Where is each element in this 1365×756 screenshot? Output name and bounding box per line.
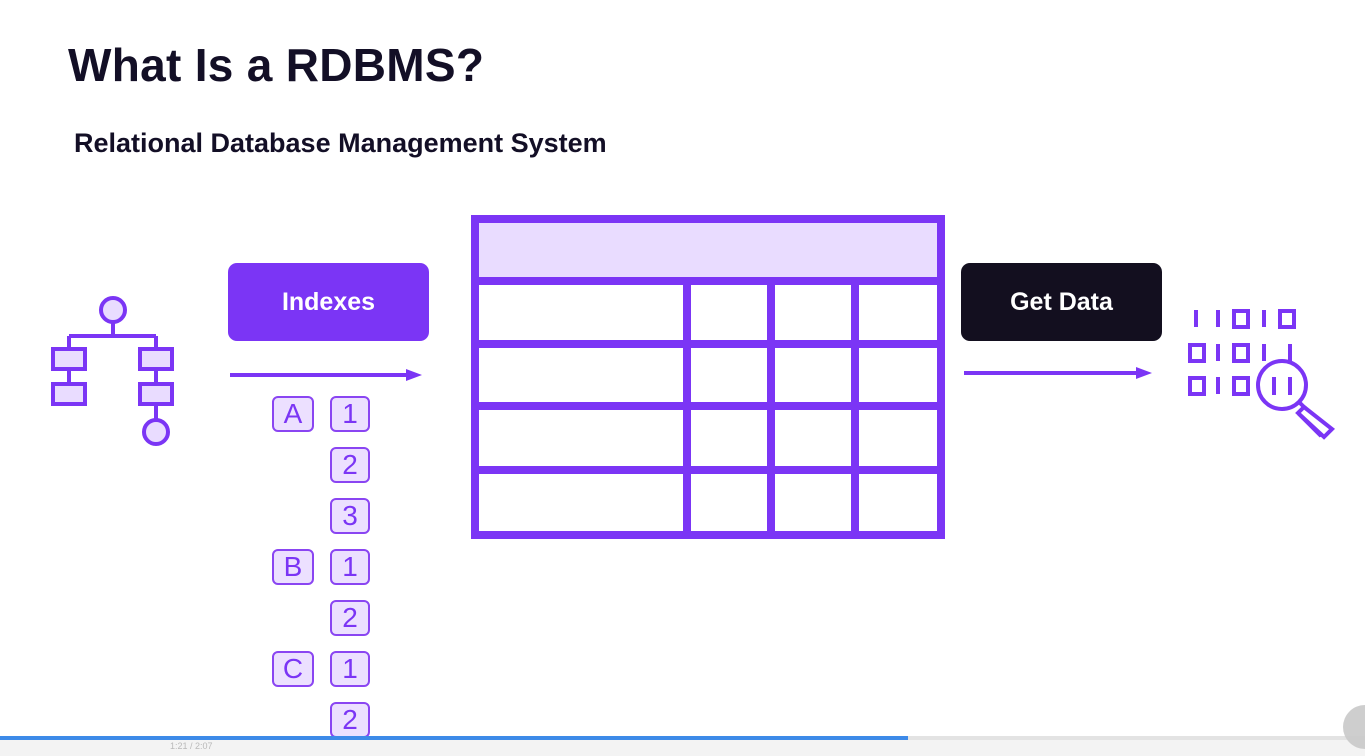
arrow-right-icon: [230, 369, 422, 381]
binary-search-icon: [1188, 309, 1336, 440]
index-letter-b: B: [272, 549, 314, 585]
index-letter-a: A: [272, 396, 314, 432]
slide-title: What Is a RDBMS?: [68, 39, 485, 91]
index-letter-c: C: [272, 651, 314, 687]
get-data-button[interactable]: Get Data: [961, 263, 1162, 341]
arrow-right-icon: [964, 367, 1152, 379]
index-number: 3: [330, 498, 370, 534]
player-time: 1:21 / 2:07: [170, 741, 213, 751]
index-number: 2: [330, 447, 370, 483]
flowchart-icon: [51, 296, 174, 446]
player-progress-fill: [0, 736, 908, 740]
indexes-button[interactable]: Indexes: [228, 263, 429, 341]
player-control-button[interactable]: [1343, 705, 1365, 749]
player-controls: [0, 740, 1365, 756]
table-icon: [471, 215, 945, 539]
index-number: 2: [330, 600, 370, 636]
index-number: 1: [330, 396, 370, 432]
slide-subtitle: Relational Database Management System: [74, 128, 607, 158]
index-number: 1: [330, 549, 370, 585]
index-number: 1: [330, 651, 370, 687]
index-number: 2: [330, 702, 370, 738]
